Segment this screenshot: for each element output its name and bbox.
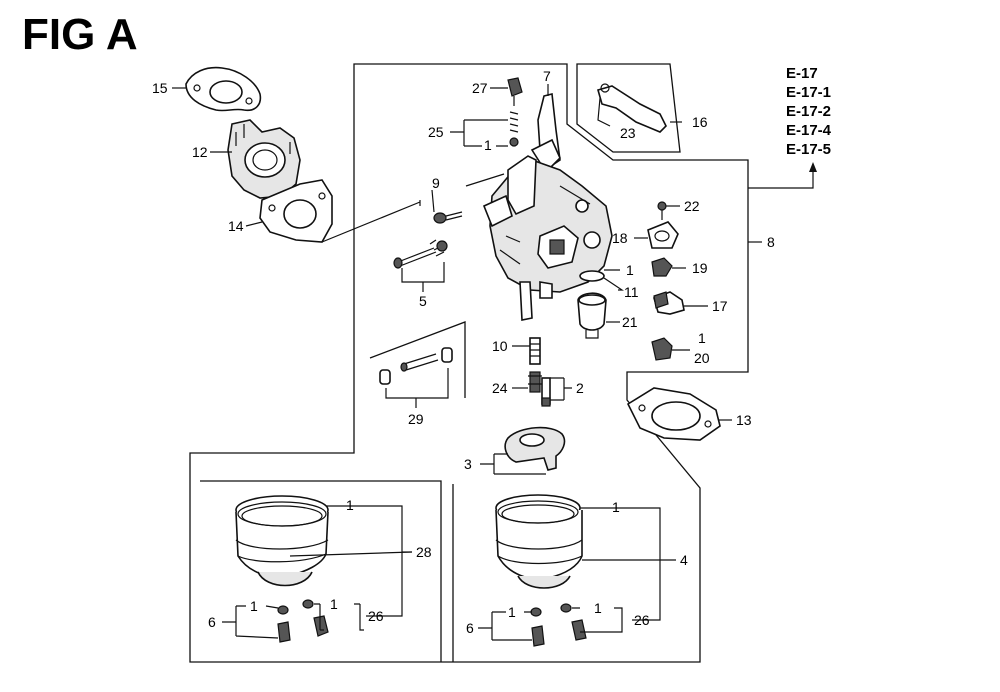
callout-16: 16: [692, 114, 708, 130]
callout-12: 12: [192, 144, 208, 160]
part-1-bowl-gasket-left[interactable]: [237, 501, 327, 527]
callout-24: 24: [492, 380, 508, 396]
bowl-box-left: [200, 480, 442, 662]
callout-18: 18: [612, 230, 628, 246]
part-25-spring-screw[interactable]: [509, 111, 519, 147]
callout-1-at-11: 1: [626, 262, 634, 278]
part-10-needle-jet[interactable]: [529, 337, 541, 365]
part29-group-box: [369, 321, 466, 398]
callout-21: 21: [622, 314, 638, 330]
callout-1-at-20: 1: [698, 330, 706, 346]
leader-14-to-carb: [321, 201, 421, 243]
callout-20: 20: [694, 350, 710, 366]
part-11-o-ring[interactable]: [579, 270, 605, 282]
reference-e17[interactable]: E-17: [786, 65, 818, 82]
part-12-insulator[interactable]: [227, 119, 301, 199]
callout-15: 15: [152, 80, 168, 96]
part-3-float[interactable]: [504, 426, 566, 471]
callout-1-right-bowl: 1: [612, 499, 620, 515]
reference-list: E-17 E-17-1 E-17-2 E-17-4 E-17-5: [786, 64, 831, 159]
part-26-bolt-left[interactable]: [302, 599, 329, 637]
callout-1-at-25: 1: [484, 137, 492, 153]
reference-arrow-line: [748, 170, 814, 189]
callout-29: 29: [408, 411, 424, 427]
part-28-float-bowl[interactable]: [235, 495, 329, 587]
callout-19: 19: [692, 260, 708, 276]
part-17-fitting[interactable]: [653, 291, 685, 315]
callout-11: 11: [624, 284, 639, 300]
callout-23: 23: [620, 125, 636, 141]
callout-26-left: 26: [368, 608, 384, 624]
part-26-bolt-right[interactable]: [560, 603, 587, 641]
callout-1-right-drain: 1: [508, 604, 516, 620]
leader-lines: [172, 84, 762, 641]
callout-14: 14: [228, 218, 244, 234]
callout-8: 8: [767, 234, 775, 250]
part-29-kit[interactable]: [379, 347, 453, 385]
leader-carb-axis: [465, 173, 505, 187]
part-5-pilot-screw[interactable]: [393, 239, 448, 269]
callout-1-left-bowl: 1: [346, 497, 354, 513]
callout-22: 22: [684, 198, 700, 214]
callout-1-left-drain: 1: [250, 598, 258, 614]
reference-e17-4[interactable]: E-17-4: [786, 122, 832, 139]
part-15-gasket[interactable]: [185, 66, 262, 112]
figure-title: FIG A: [22, 10, 138, 59]
callout-28: 28: [416, 544, 432, 560]
part-24-main-jet[interactable]: [528, 371, 542, 393]
callout-1-left-bolt: 1: [330, 596, 338, 612]
part-13-gasket[interactable]: [626, 387, 721, 441]
part-20-nut[interactable]: [651, 337, 673, 361]
callout-25: 25: [428, 124, 444, 140]
part-9-screw[interactable]: [433, 211, 463, 224]
part-1-bowl-gasket-right[interactable]: [497, 500, 579, 524]
part-7-lever[interactable]: [530, 93, 561, 174]
callout-2: 2: [576, 380, 584, 396]
callout-4: 4: [680, 552, 688, 568]
callout-6-left: 6: [208, 614, 216, 630]
callout-7: 7: [543, 68, 551, 84]
leader-5: [401, 262, 445, 283]
callouts: 15 12 14 27 7 25 1 9 5 29 16 23 22 18 8 …: [152, 68, 775, 636]
callout-27: 27: [472, 80, 488, 96]
assembly-outline: [189, 63, 749, 663]
part16-box: [576, 63, 681, 153]
leader-29: [385, 368, 449, 399]
part-8-carburetor-body[interactable]: [482, 155, 613, 321]
part-6-drain-left[interactable]: [277, 605, 291, 643]
part-27-screw[interactable]: [507, 77, 523, 106]
callout-3: 3: [464, 456, 472, 472]
part-16-choke-lever[interactable]: [597, 83, 667, 133]
callout-17: 17: [712, 298, 728, 314]
part-2-jet[interactable]: [541, 377, 551, 407]
callout-10: 10: [492, 338, 508, 354]
part-4-float-bowl[interactable]: [495, 494, 583, 589]
part-6-drain-right[interactable]: [530, 607, 545, 647]
reference-e17-1[interactable]: E-17-1: [786, 84, 832, 101]
callout-1-right-bolt: 1: [594, 600, 602, 616]
part-21-solenoid[interactable]: [577, 292, 607, 339]
reference-e17-5[interactable]: E-17-5: [786, 141, 832, 158]
reference-e17-2[interactable]: E-17-2: [786, 103, 832, 120]
callout-5: 5: [419, 293, 427, 309]
callout-13: 13: [736, 412, 752, 428]
part-14-gasket[interactable]: [259, 179, 333, 243]
reference-arrow-head: [809, 162, 817, 172]
callout-26-right: 26: [634, 612, 650, 628]
callout-6-right: 6: [466, 620, 474, 636]
part-18-cover[interactable]: [647, 221, 679, 249]
callout-9: 9: [432, 175, 440, 191]
part-22-screw[interactable]: [657, 201, 667, 220]
part-19-nut[interactable]: [651, 257, 673, 277]
